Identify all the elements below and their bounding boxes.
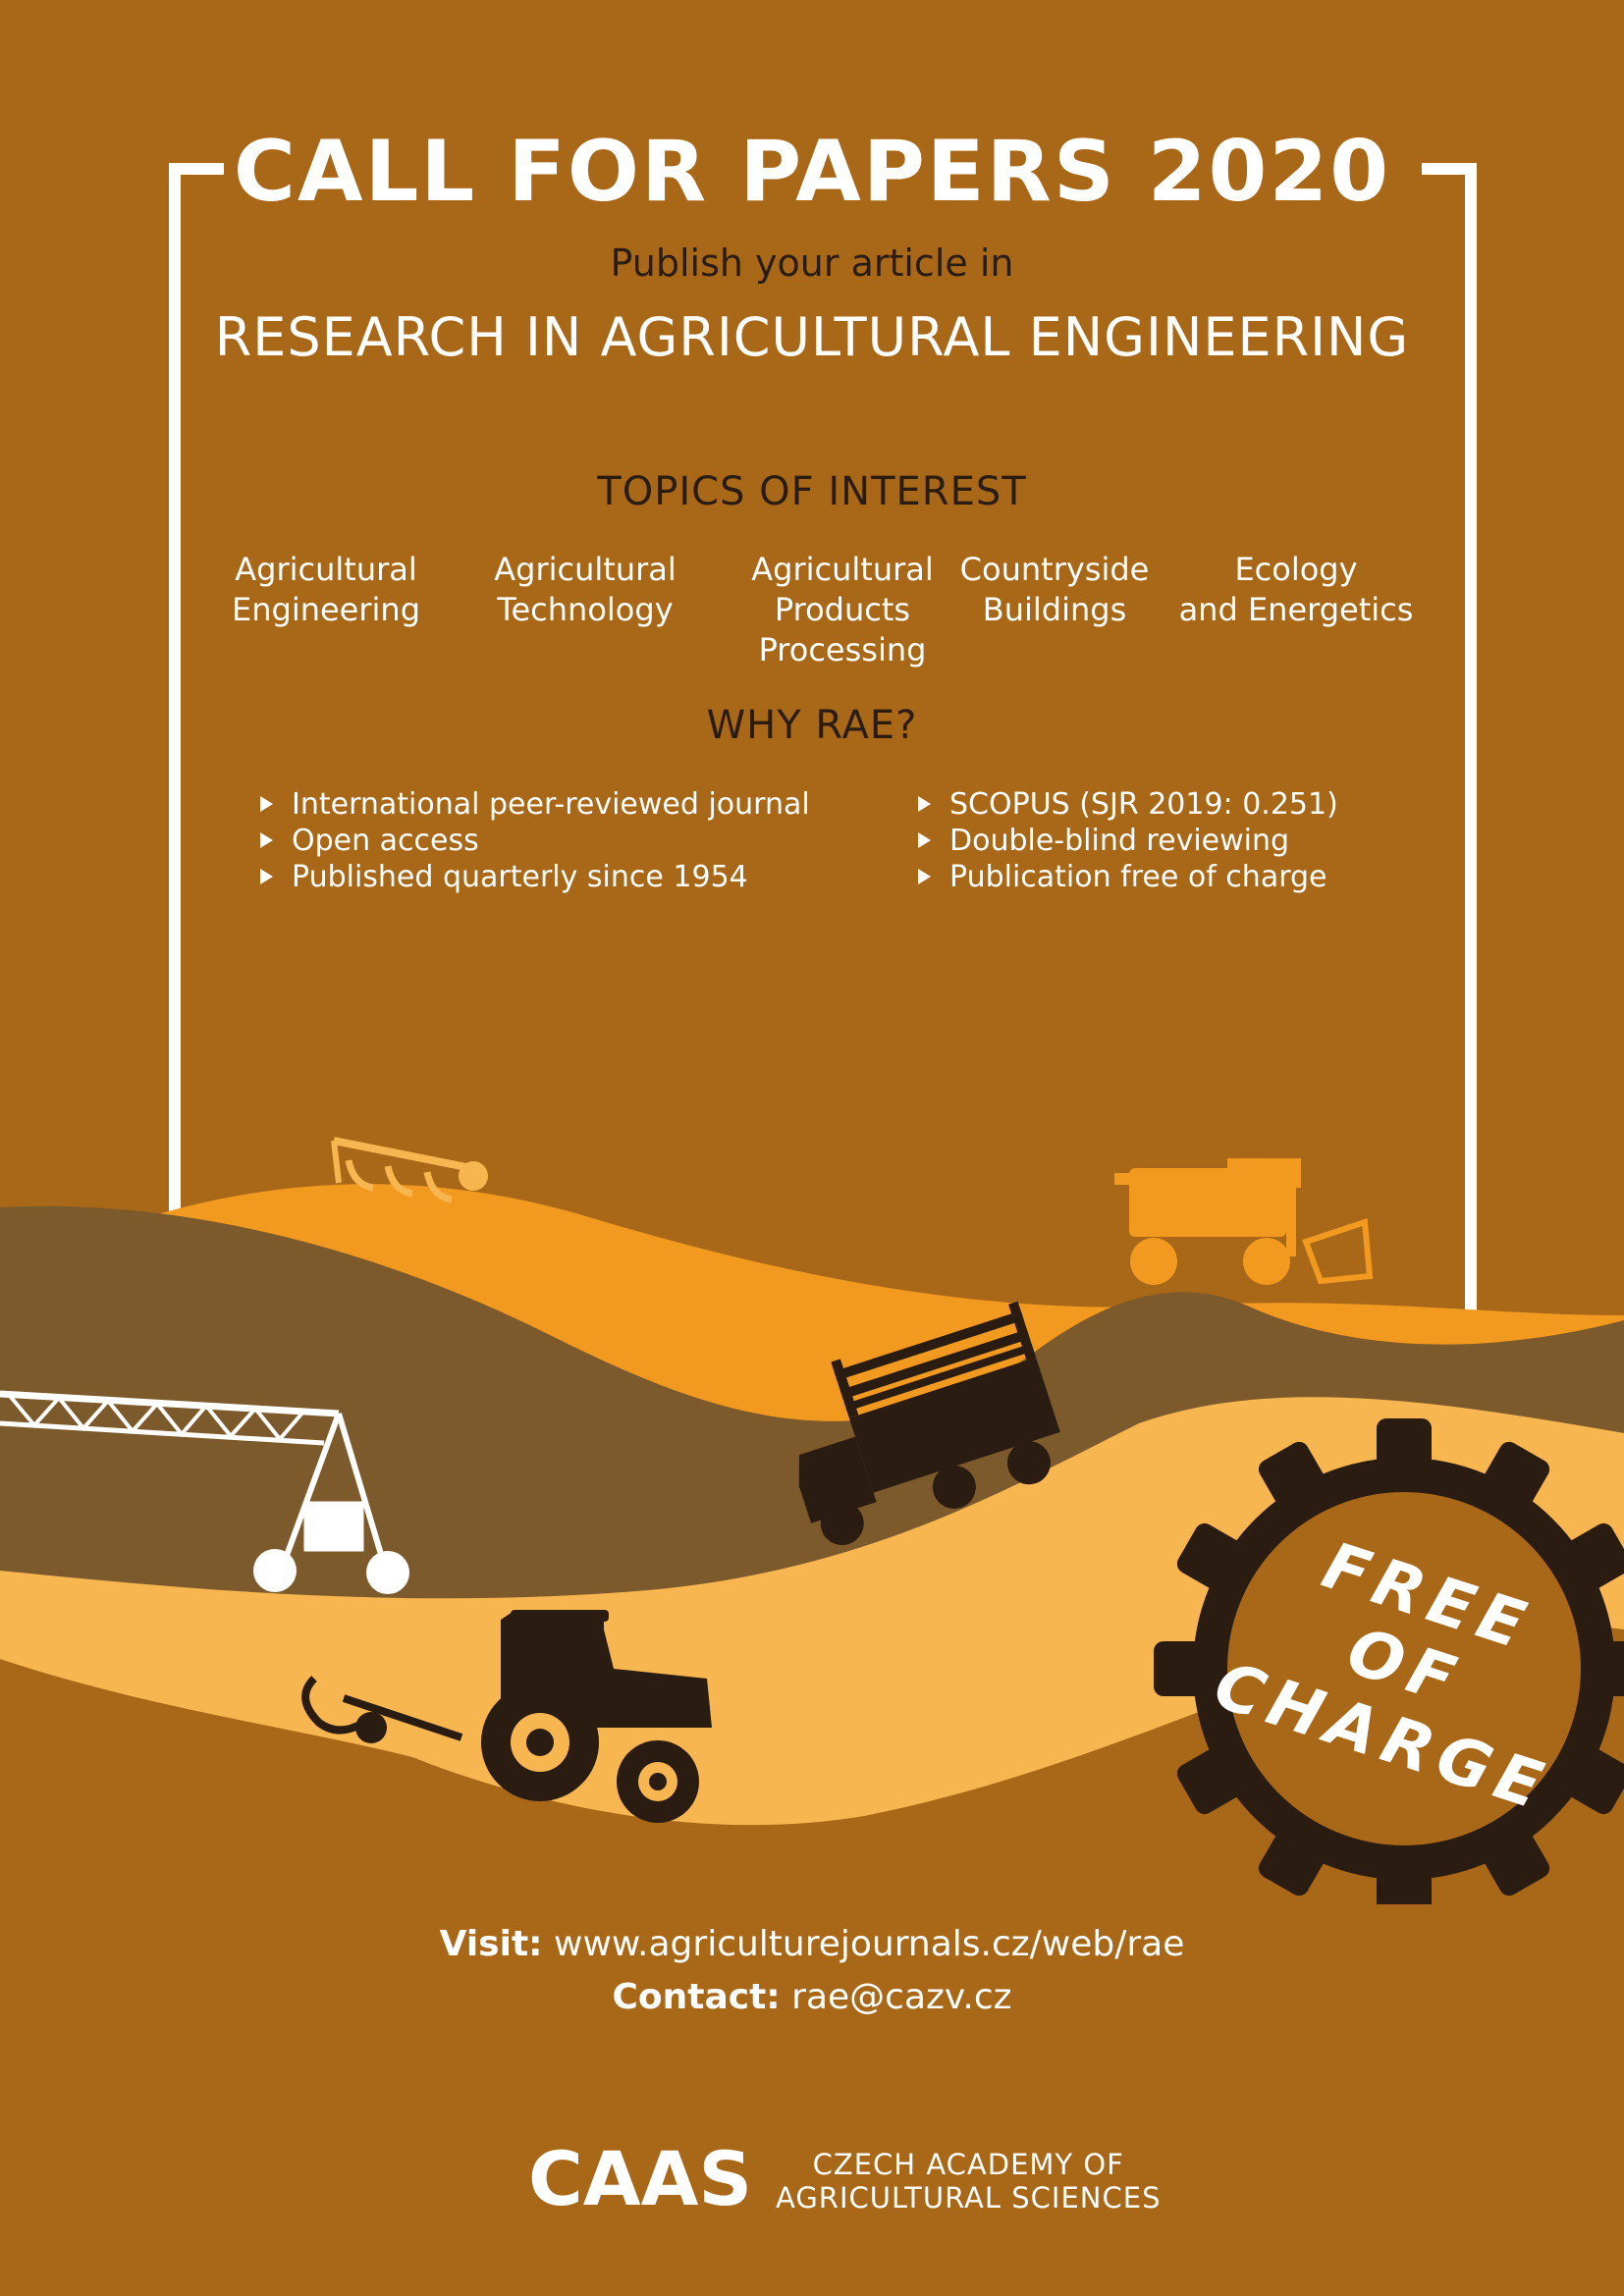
frame-bracket [169, 163, 1477, 1414]
topic-item: Ecology and Energetics [1178, 551, 1414, 628]
visit-label: Visit: [439, 1924, 543, 1964]
logo-line-2: AGRICULTURAL SCIENCES [776, 2181, 1162, 2215]
why-heading: WHY RAE? [706, 703, 918, 748]
caas-logo-mark: CAAS [528, 2135, 753, 2222]
contact-line: Contact: rae@cazv.cz [0, 1977, 1624, 2017]
list-item: Published quarterly since 1954 [260, 859, 810, 895]
list-item: Open access [260, 823, 810, 859]
wheel-icon [366, 1551, 409, 1594]
page-title: CALL FOR PAPERS 2020 [233, 123, 1391, 221]
gear-icon: FREE OF CHARGE [1154, 1418, 1624, 1904]
why-list-left: International peer-reviewed journal Open… [260, 786, 810, 895]
arrow-right-icon [260, 796, 273, 812]
combine-harvester-icon [1114, 1158, 1374, 1285]
caas-logo-name: CZECH ACADEMY OF AGRICULTURAL SCIENCES [776, 2148, 1161, 2215]
plough-icon [331, 1137, 488, 1203]
arrow-right-icon [918, 869, 931, 884]
topic-item: Countryside Buildings [959, 551, 1150, 628]
subtitle: Publish your article in [610, 241, 1014, 285]
log-truck-icon [798, 1301, 1060, 1546]
journal-name: RESEARCH IN AGRICULTURAL ENGINEERING [214, 306, 1410, 368]
wheel-icon [253, 1549, 297, 1592]
topic-item: Agricultural Engineering [232, 551, 420, 628]
irrigation-pivot-icon [0, 1390, 386, 1563]
landscape-illustration: FREE OF CHARGE [0, 1137, 1624, 1904]
topic-item: Agricultural Products Processing [751, 551, 934, 668]
contact-label: Contact: [612, 1977, 781, 2017]
arrow-right-icon [260, 832, 273, 848]
visit-line: Visit: www.agriculturejournals.cz/web/ra… [0, 1924, 1624, 1964]
topics-heading: TOPICS OF INTEREST [597, 469, 1027, 514]
visit-url-link[interactable]: www.agriculturejournals.cz/web/rae [554, 1924, 1185, 1964]
list-item: International peer-reviewed journal [260, 786, 810, 823]
arrow-right-icon [918, 832, 931, 848]
logo-line-1: CZECH ACADEMY OF [812, 2148, 1124, 2181]
email-link[interactable]: rae@cazv.cz [791, 1977, 1012, 2017]
list-item: Publication free of charge [918, 859, 1338, 895]
list-item: Double-blind reviewing [918, 823, 1338, 859]
topic-item: Agricultural Technology [494, 551, 677, 628]
tractor-icon [301, 1610, 712, 1823]
why-list-right: SCOPUS (SJR 2019: 0.251) Double-blind re… [918, 786, 1338, 895]
list-item: SCOPUS (SJR 2019: 0.251) [918, 786, 1338, 823]
arrow-right-icon [260, 869, 273, 884]
ground-lower [0, 1624, 1624, 1904]
arrow-right-icon [918, 796, 931, 812]
